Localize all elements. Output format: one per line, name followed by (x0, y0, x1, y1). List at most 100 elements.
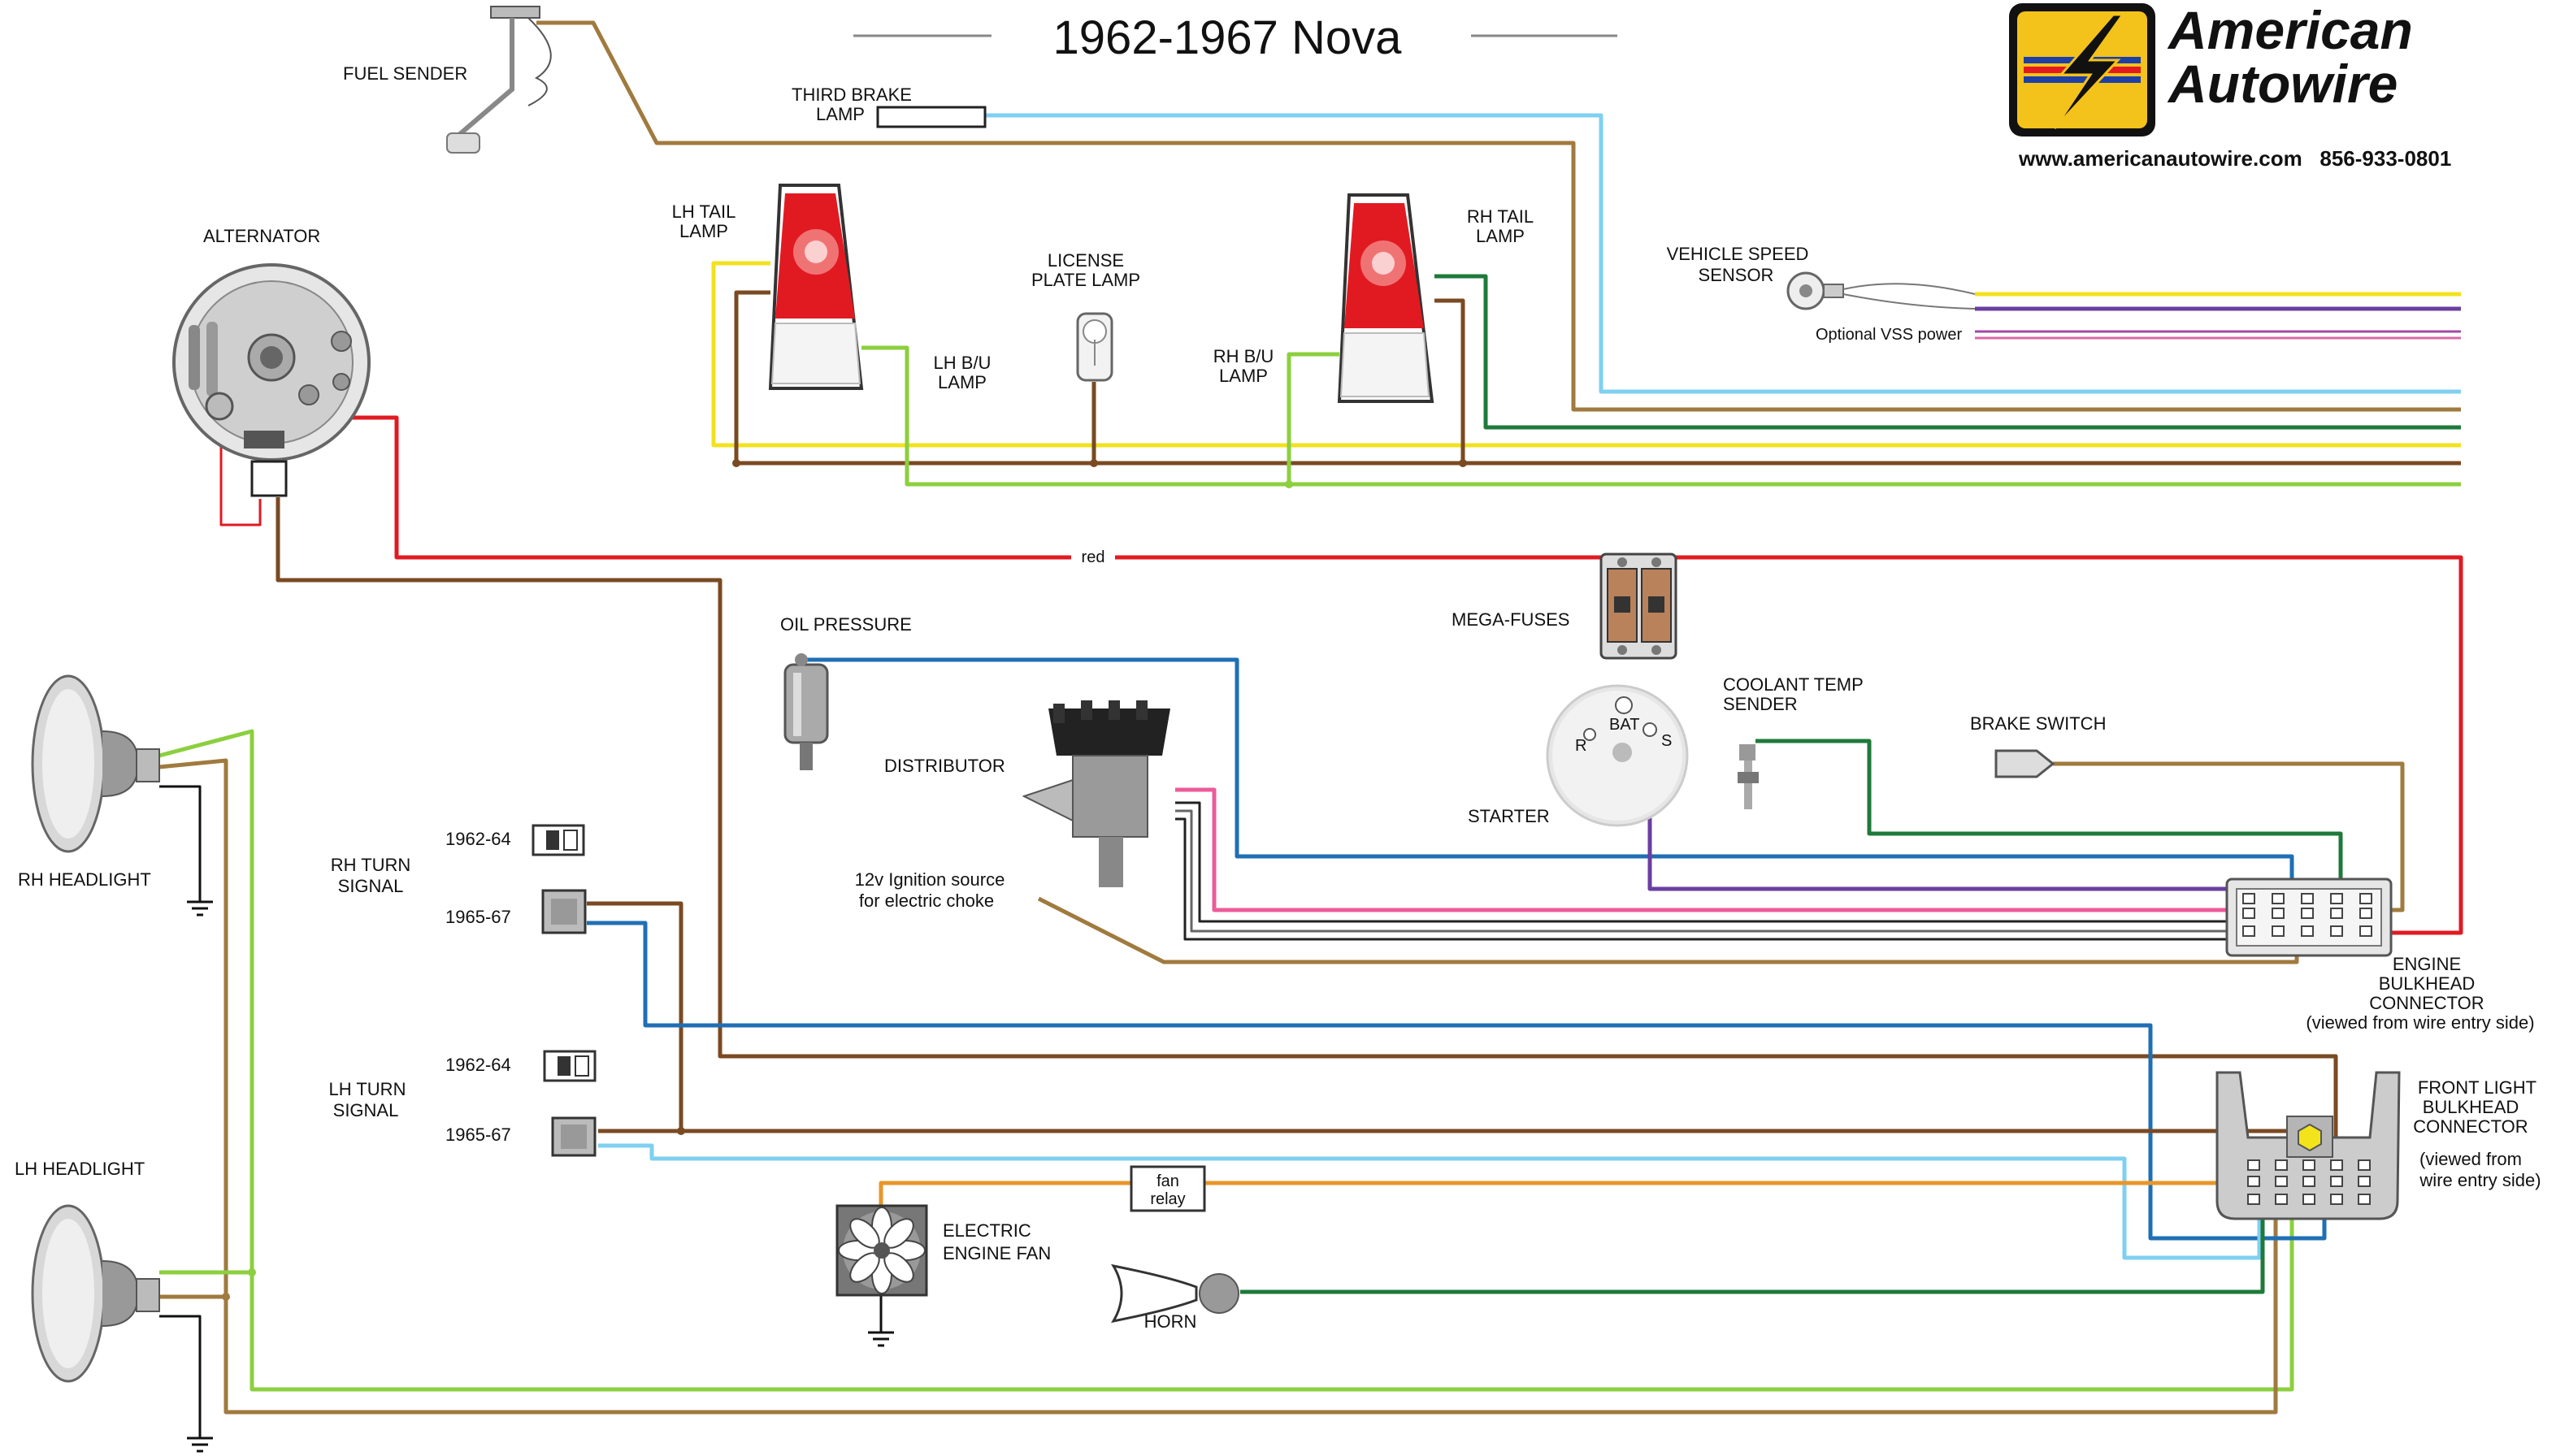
wire-third-brake-light-blue (985, 113, 2461, 394)
wire-alt-brown (276, 497, 2338, 1154)
rh-turn-year-6264: 1962-64 (445, 829, 511, 849)
rh-turn-label-2: SIGNAL (338, 876, 404, 896)
horn-label: HORN (1144, 1311, 1197, 1332)
wire-dist-black1 (1175, 801, 2237, 923)
lh-turn-connector-1965-67 (551, 1116, 597, 1157)
starter-bat-label: BAT (1609, 716, 1639, 734)
wire-rh-tail-green (1434, 274, 2461, 430)
rh-bu-label-2: LAMP (1219, 366, 1268, 386)
lh-bu-label-2: LAMP (938, 372, 987, 392)
brake-switch-label: BRAKE SWITCH (1970, 713, 2106, 734)
front-bulkhead-label-4: (viewed from (2419, 1149, 2522, 1169)
wire-lh-tail-yellow (711, 261, 2461, 448)
rh-tail-lamp-icon (1337, 193, 1434, 403)
lh-bu-label-1: LH B/U (934, 353, 992, 373)
brake-switch-icon (1994, 749, 2055, 778)
wire-lh-turn-light-blue (598, 1143, 2262, 1260)
starter-icon (1546, 684, 1689, 827)
coolant-label-1: COOLANT TEMP (1723, 674, 1864, 695)
coolant-temp-sender-icon (1738, 744, 1759, 809)
starter-r-label: R (1575, 737, 1586, 755)
fuel-sender-icon (446, 6, 552, 154)
vss-power-label: Optional VSS power (1816, 326, 1962, 344)
wire-tail-brown (734, 290, 2461, 466)
wire-lh-turn-brown (598, 1129, 2293, 1160)
splice-dot (248, 1268, 256, 1276)
electric-fan-icon (835, 1204, 928, 1297)
brand-logo (2009, 3, 2155, 136)
lh-tail-label-1: LH TAIL (672, 202, 736, 222)
ground-symbol (868, 1331, 894, 1347)
fan-label-1: ELECTRIC (943, 1220, 1031, 1241)
brand-contact: www.americanautowire.com 856-933-0801 (2018, 146, 2451, 171)
rh-turn-year-6567: 1965-67 (445, 907, 511, 927)
rh-tail-label-1: RH TAIL (1467, 206, 1534, 227)
oil-pressure-sender-icon (783, 653, 829, 770)
starter-label: STARTER (1468, 806, 1550, 826)
wire-rh-turn-brown (587, 901, 683, 1131)
fuel-sender-label: FUEL SENDER (343, 63, 467, 84)
rh-turn-connector-1965-67 (541, 889, 587, 934)
rh-bu-label-1: RH B/U (1213, 346, 1274, 366)
engine-bulkhead-label-2: BULKHEAD (2379, 973, 2476, 994)
wire-lh-head-ground (159, 1315, 202, 1438)
fan-relay-label-2: relay (1150, 1190, 1185, 1208)
license-label-1: LICENSE (1048, 250, 1124, 271)
distributor-label: DISTRIBUTOR (884, 756, 1005, 776)
fan-label-2: ENGINE FAN (943, 1243, 1051, 1263)
lh-turn-label-1: LH TURN (329, 1079, 406, 1099)
lh-headlight-icon (31, 1204, 160, 1383)
vehicle-speed-sensor-icon (1786, 271, 1976, 310)
distributor-icon (1022, 700, 1170, 887)
engine-bulkhead-label-4: (viewed from wire entry side) (2306, 1012, 2534, 1033)
oil-pressure-label: OIL PRESSURE (780, 614, 912, 635)
engine-bulkhead-connector (2225, 878, 2393, 957)
horn-icon (1111, 1263, 1239, 1324)
third-brake-label-1: THIRD BRAKE (792, 84, 912, 105)
vss-label-2: SENSOR (1699, 265, 1774, 285)
lh-turn-label-2: SIGNAL (333, 1100, 399, 1120)
brand-name-line1: American (2167, 0, 2413, 60)
rh-headlight-icon (31, 674, 160, 853)
mega-fuses-icon (1599, 552, 1677, 660)
engine-bulkhead-label-1: ENGINE (2393, 954, 2461, 974)
front-bulkhead-label-3: CONNECTOR (2413, 1116, 2528, 1137)
front-bulkhead-label-2: BULKHEAD (2423, 1097, 2519, 1117)
ignition-source-label-1: 12v Ignition source (855, 869, 1005, 890)
alternator-icon (172, 263, 371, 497)
wire-rh-tail-brown (1434, 298, 1465, 463)
splice-dot (222, 1293, 230, 1301)
red-wire-label: red (1082, 548, 1105, 566)
page-title: 1962-1967 Nova (1053, 11, 1403, 64)
alternator-label: ALTERNATOR (203, 226, 320, 246)
splice-dot (1285, 480, 1293, 488)
wire-oil-blue (800, 657, 2294, 892)
front-light-bulkhead-connector (2215, 1071, 2401, 1220)
wire-red-main (1115, 555, 2463, 935)
wire-rh-head-tan (158, 758, 2278, 1415)
wire-rh-head-ground (159, 785, 202, 902)
lh-turn-year-6264: 1962-64 (445, 1055, 511, 1075)
starter-s-label: S (1661, 732, 1672, 750)
ground-symbol (187, 1436, 213, 1453)
ground-symbol (187, 900, 213, 916)
splice-dot (1090, 459, 1098, 467)
rh-tail-label-2: LAMP (1476, 226, 1525, 246)
third-brake-lamp (876, 106, 987, 128)
wire-rh-turn-blue (587, 921, 2327, 1241)
wire-dist-pink (1175, 787, 2237, 912)
wire-alt-red (244, 415, 1071, 560)
lh-turn-year-6567: 1965-67 (445, 1124, 511, 1145)
rh-headlight-label: RH HEADLIGHT (18, 869, 151, 890)
third-brake-label-2: LAMP (816, 104, 865, 124)
wire-brake-tan (2053, 761, 2405, 912)
front-bulkhead-label-1: FRONT LIGHT (2418, 1077, 2536, 1098)
lh-tail-lamp-icon (768, 184, 864, 390)
fan-relay-label-1: fan (1156, 1172, 1179, 1190)
splice-dot (732, 459, 740, 467)
vss-label-1: VEHICLE SPEED (1667, 244, 1809, 264)
wire-fan-orange (879, 1181, 2240, 1206)
lh-turn-connector-1962-64 (543, 1050, 597, 1082)
license-label-2: PLATE LAMP (1031, 270, 1140, 290)
